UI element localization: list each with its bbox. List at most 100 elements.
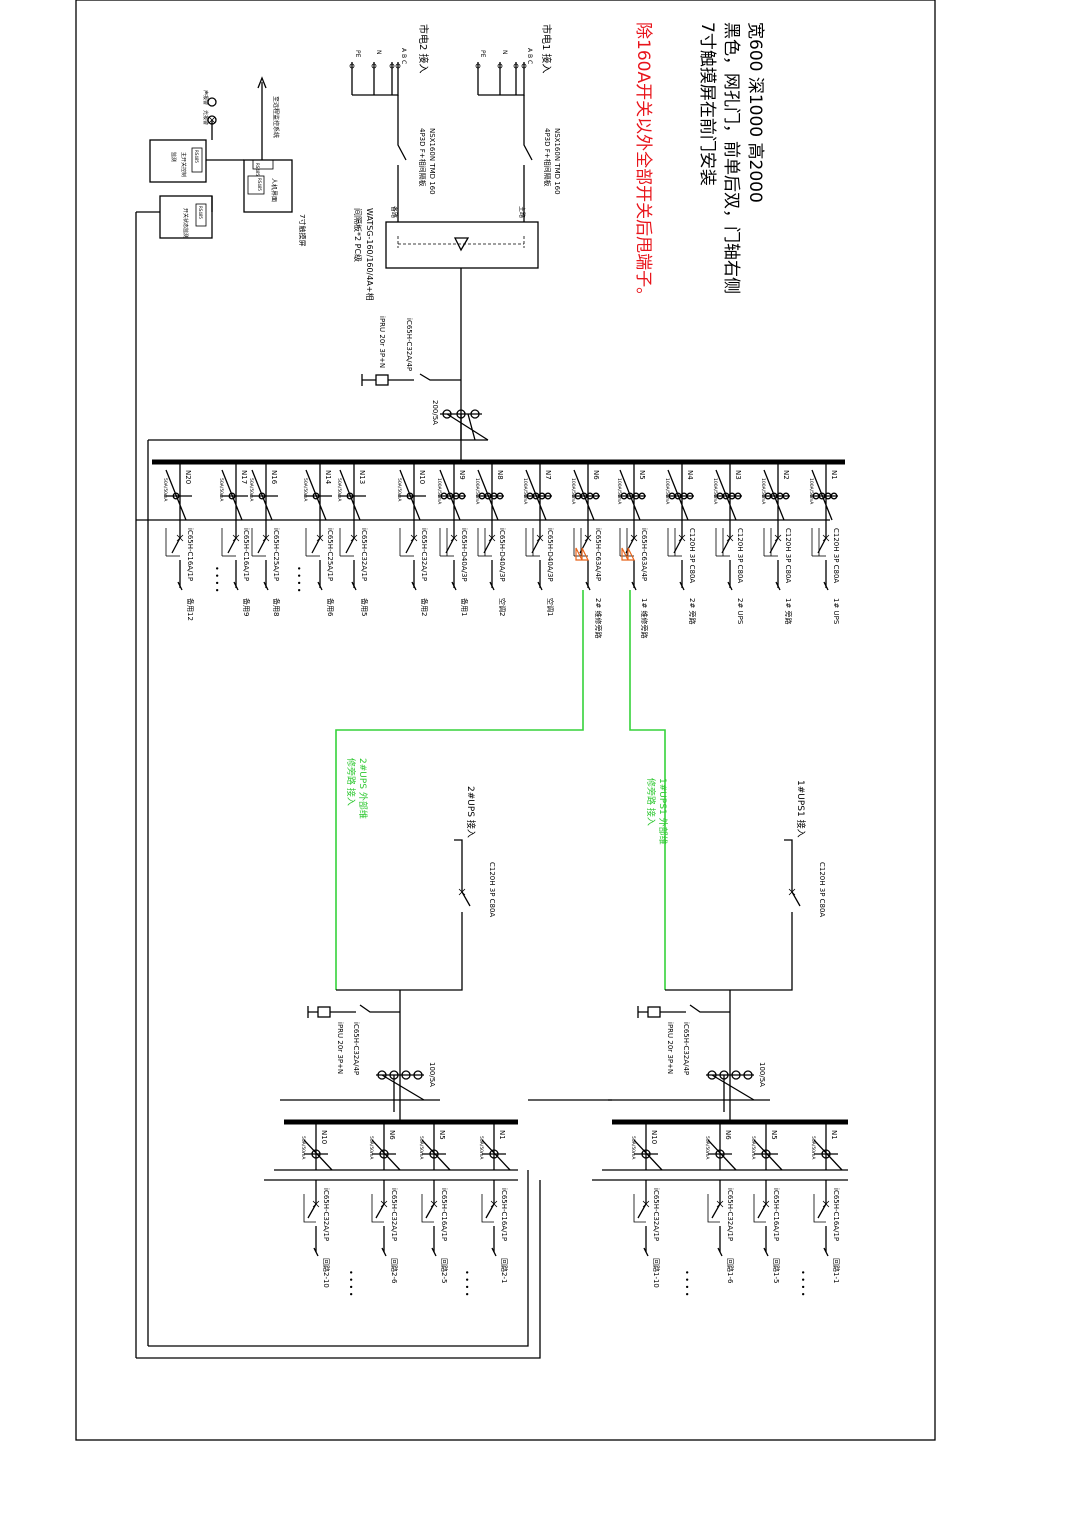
feeder-breaker: C120H 3P C80A (832, 528, 840, 583)
circuit-ct-rating: 50A/50mA (300, 1136, 306, 1160)
sound-alarm-icon (207, 97, 217, 107)
svg-text:至远程监控系统: 至远程监控系统 (272, 96, 280, 138)
feeder-id: N8 (496, 470, 504, 480)
mains1-input: 市电1 接入 A B C N PE NSX160N TMD 160 4P3D F… (475, 24, 561, 222)
feeder-load: 2# UPS (736, 598, 744, 625)
feeder-ct-rating: 50A/50mA (162, 478, 168, 502)
feeder-breaker: iC65H-C25A/1P (272, 528, 280, 581)
ups2-ct: 100/5A (428, 1062, 436, 1087)
circuit-breaker: iC65H-C16A/1P (440, 1188, 448, 1241)
main-ct: 200/5A (431, 400, 489, 460)
ups2-spd-breaker: iC65H-C32A/4P (352, 1022, 360, 1075)
feeder-id: N16 (270, 470, 278, 485)
circuit-breaker: iC65H-C32A/1P (322, 1188, 330, 1241)
note-door: 黑色，网孔门，前单后双，门轴右侧 (721, 22, 741, 294)
svg-text:PE: PE (479, 50, 486, 58)
svg-text:NSX160N TMD 160: NSX160N TMD 160 (428, 128, 436, 195)
svg-text:RS485: RS485 (194, 150, 199, 163)
svg-text:RS485: RS485 (257, 178, 262, 191)
circuit-load: 回路1-1 (832, 1258, 841, 1283)
circuit-ct-rating: 50A/50mA (630, 1136, 636, 1160)
main-pe-n-bars (135, 212, 830, 1358)
svg-text:开关状态监测: 开关状态监测 (182, 208, 189, 238)
feeder-load: 备用12 (186, 598, 195, 621)
ellipsis: • • • • (462, 1270, 471, 1297)
feeder-ct-rating: 50A/50mA (336, 478, 342, 502)
circuit-ct-rating: 50A/50mA (750, 1136, 756, 1160)
feeder-ct-rating: 100A/50mA (808, 478, 814, 505)
feeder-id: N4 (686, 470, 694, 480)
feeder-load: 备用5 (360, 598, 369, 616)
svg-text:光报警: 光报警 (202, 110, 209, 125)
svg-text:iC65H-C32A/4P: iC65H-C32A/4P (405, 318, 413, 371)
svg-text:市电2 接入: 市电2 接入 (417, 24, 430, 74)
feeder-ct-rating: 100A/50mA (570, 478, 576, 505)
bottom-return-bars (136, 1099, 612, 1359)
circuit-load: 回路2-6 (390, 1258, 399, 1284)
ups1-bypass-label-b: 修旁路 接入 (645, 778, 657, 826)
bypass2-line (335, 590, 584, 990)
svg-text:A B C: A B C (400, 48, 407, 64)
feeder-id: N5 (638, 470, 646, 480)
feeder-load: 1# 旁路 (784, 598, 793, 625)
circuit-ct-rating: 50A/50mA (478, 1136, 484, 1160)
ellipsis: • • • • (798, 1270, 807, 1297)
circuit-breaker: iC65H-C32A/1P (390, 1188, 398, 1241)
feeder-n20: N20 50A/50mA iC65H-C16A/1P 备用12 (162, 462, 195, 621)
touchscreen-box (243, 159, 293, 213)
feeder-breaker: iC65H-D40A/3P (460, 528, 468, 582)
ups2-bypass-label-b: 修旁路 接入 (345, 758, 357, 806)
feeder-ct-rating: 100A/50mA (522, 478, 528, 505)
feeder-load: 备用8 (272, 598, 281, 616)
feeder-breaker: iC65H-C63A/4P (594, 528, 602, 581)
feeder-load: 2# 维修旁路 (594, 598, 603, 639)
svg-text:200/5A: 200/5A (431, 400, 439, 425)
feeder-breaker: iC65H-C32A/1P (420, 528, 428, 581)
feeder-load: 备用1 (460, 598, 469, 616)
svg-text:A B C: A B C (526, 48, 533, 64)
monitoring-block: RS485 RS485 人机界面 7寸触摸屏 至远程监控系统 RS485 主开关… (136, 76, 307, 246)
feeder-n10: N10 50A/50mA iC65H-C32A/1P 备用2 (396, 462, 429, 616)
circuit-load: 回路2-10 (322, 1258, 331, 1288)
svg-text:4P3D F+相间隔板: 4P3D F+相间隔板 (543, 128, 552, 187)
mains2-input: 市电2 接入 A B C N PE NSX160N TMD 160 4P3D F… (349, 24, 436, 222)
ups2-spd-model: iPRU 20r 3P+N (336, 1022, 344, 1074)
feeder-breaker: iC65H-C16A/1P (186, 528, 194, 581)
ats-switch: WATSG-160/160/4A+相 间隔板*2 PC级 (353, 208, 539, 440)
circuit-load: 回路1-5 (772, 1258, 781, 1283)
feeder-load: 2# 旁路 (688, 598, 697, 625)
ups1-input-label: 1#UPS1 接入 (795, 780, 807, 838)
feeder-id: N20 (184, 470, 192, 484)
feeder-breaker: C120H 3P C80A (784, 528, 792, 583)
ellipsis: • • • • (682, 1270, 691, 1297)
switch-status-box (159, 195, 213, 239)
feeder-id: N10 (418, 470, 426, 484)
bypass1-line (629, 590, 666, 990)
main-spd: iC65H-C32A/4P iPRU 20r 3P+N (361, 316, 461, 386)
drawing-frame (75, 0, 936, 1441)
feeder-ct-rating: 50A/50mA (396, 478, 402, 502)
circuit-id: N5 (770, 1130, 778, 1140)
notes-block: 宽600 深1000 高2000 黑色，网孔门，前单后双，门轴右侧 7寸触摸屏在… (633, 22, 765, 304)
ups2-input-label: 2#UPS 接入 (465, 786, 477, 838)
feeder-id: N1 (830, 470, 838, 480)
feeder-load: 备用2 (420, 598, 429, 616)
svg-text:RS485: RS485 (198, 206, 203, 219)
light-alarm-icon (207, 115, 217, 125)
note-terminals: 除160A开关以外全部开关后甩端子。 (633, 22, 653, 304)
